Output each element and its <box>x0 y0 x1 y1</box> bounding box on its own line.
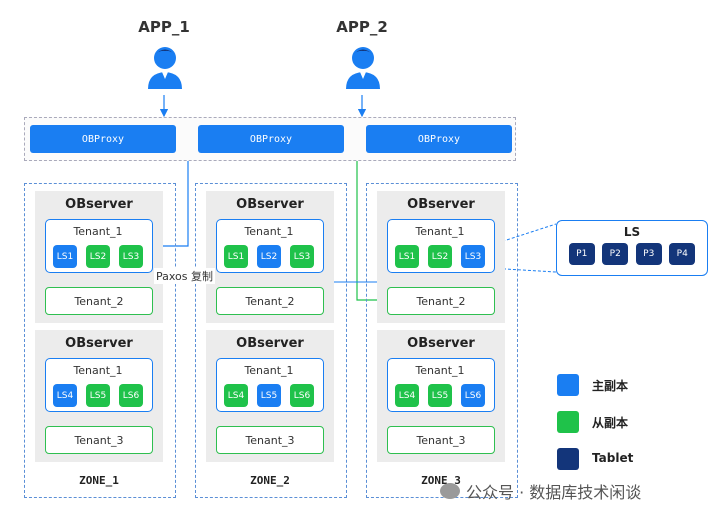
zone-label: ZONE_2 <box>250 474 290 487</box>
tenant-1-label: Tenant_1 <box>244 225 294 238</box>
tenant-1-label: Tenant_1 <box>73 364 123 377</box>
ls-replica[interactable]: LS6 <box>119 384 143 407</box>
ls-replica[interactable]: LS5 <box>257 384 281 407</box>
observer-title: OBserver <box>407 197 475 212</box>
legend-label: Tablet <box>592 451 634 465</box>
ls-replica[interactable]: LS1 <box>224 245 248 268</box>
watermark-text: 公众号 · 数据库技术闲谈 <box>466 483 642 502</box>
tenant-1-label: Tenant_1 <box>415 364 465 377</box>
zone-1 <box>24 183 176 498</box>
watermark: 公众号 · 数据库技术闲谈 <box>440 479 641 503</box>
wechat-icon <box>440 483 460 499</box>
legend-swatch <box>557 374 579 396</box>
ls-replica[interactable]: LS6 <box>290 384 314 407</box>
tablet-partition[interactable]: P1 <box>568 243 595 265</box>
zone-2 <box>195 183 347 498</box>
ls-detail-panel: LS P1 P2 P3 P4 <box>556 220 708 276</box>
obproxy-2[interactable]: OBProxy <box>198 125 344 153</box>
ls-replica[interactable]: LS2 <box>428 245 452 268</box>
tenant-box[interactable]: Tenant_3 <box>45 426 153 454</box>
ls-replica[interactable]: LS4 <box>53 384 77 407</box>
ls-replica[interactable]: LS2 <box>257 245 281 268</box>
ls-panel-title: LS <box>623 225 641 239</box>
legend-label: 从副本 <box>592 416 629 430</box>
tablet-partition[interactable]: P3 <box>635 243 662 265</box>
tenant-1-label: Tenant_1 <box>415 225 465 238</box>
legend-label: 主副本 <box>592 379 629 393</box>
ls-replica[interactable]: LS5 <box>86 384 110 407</box>
ls-replica[interactable]: LS4 <box>224 384 248 407</box>
observer-title: OBserver <box>236 336 304 351</box>
ls-replica[interactable]: LS3 <box>119 245 143 268</box>
observer-title: OBserver <box>65 197 133 212</box>
legend-swatch <box>557 411 579 433</box>
zone-label: ZONE_1 <box>79 474 119 487</box>
tenant-box[interactable]: Tenant_2 <box>216 287 324 315</box>
ls-replica[interactable]: LS6 <box>461 384 485 407</box>
route-arrow-blue <box>152 159 189 251</box>
obproxy-3[interactable]: OBProxy <box>366 125 512 153</box>
ls-replica[interactable]: LS3 <box>461 245 485 268</box>
paxos-label: Paxos 复制 <box>154 268 216 284</box>
ls-replica[interactable]: LS2 <box>86 245 110 268</box>
ls-replica[interactable]: LS5 <box>428 384 452 407</box>
user-icon <box>346 47 380 89</box>
tenant-box[interactable]: Tenant_2 <box>45 287 153 315</box>
ls-replica[interactable]: LS3 <box>290 245 314 268</box>
ls-replica[interactable]: LS1 <box>395 245 419 268</box>
app2-label: APP_2 <box>336 18 388 36</box>
tenant-1-label: Tenant_1 <box>73 225 123 238</box>
observer-title: OBserver <box>65 336 133 351</box>
tenant-box[interactable]: Tenant_2 <box>387 287 495 315</box>
tenant-box[interactable]: Tenant_3 <box>216 426 324 454</box>
ls-replica[interactable]: LS4 <box>395 384 419 407</box>
tenant-box[interactable]: Tenant_3 <box>387 426 495 454</box>
ls-replica[interactable]: LS1 <box>53 245 77 268</box>
observer-title: OBserver <box>407 336 475 351</box>
zone-3 <box>366 183 518 498</box>
user-icon <box>148 47 182 89</box>
app1-label: APP_1 <box>138 18 190 36</box>
observer-title: OBserver <box>236 197 304 212</box>
tablet-partition[interactable]: P4 <box>669 243 696 265</box>
tablet-partition[interactable]: P2 <box>602 243 629 265</box>
obproxy-1[interactable]: OBProxy <box>30 125 176 153</box>
partition-list: P1 P2 P3 P4 <box>557 239 707 265</box>
legend-swatch <box>557 448 579 470</box>
tenant-1-label: Tenant_1 <box>244 364 294 377</box>
